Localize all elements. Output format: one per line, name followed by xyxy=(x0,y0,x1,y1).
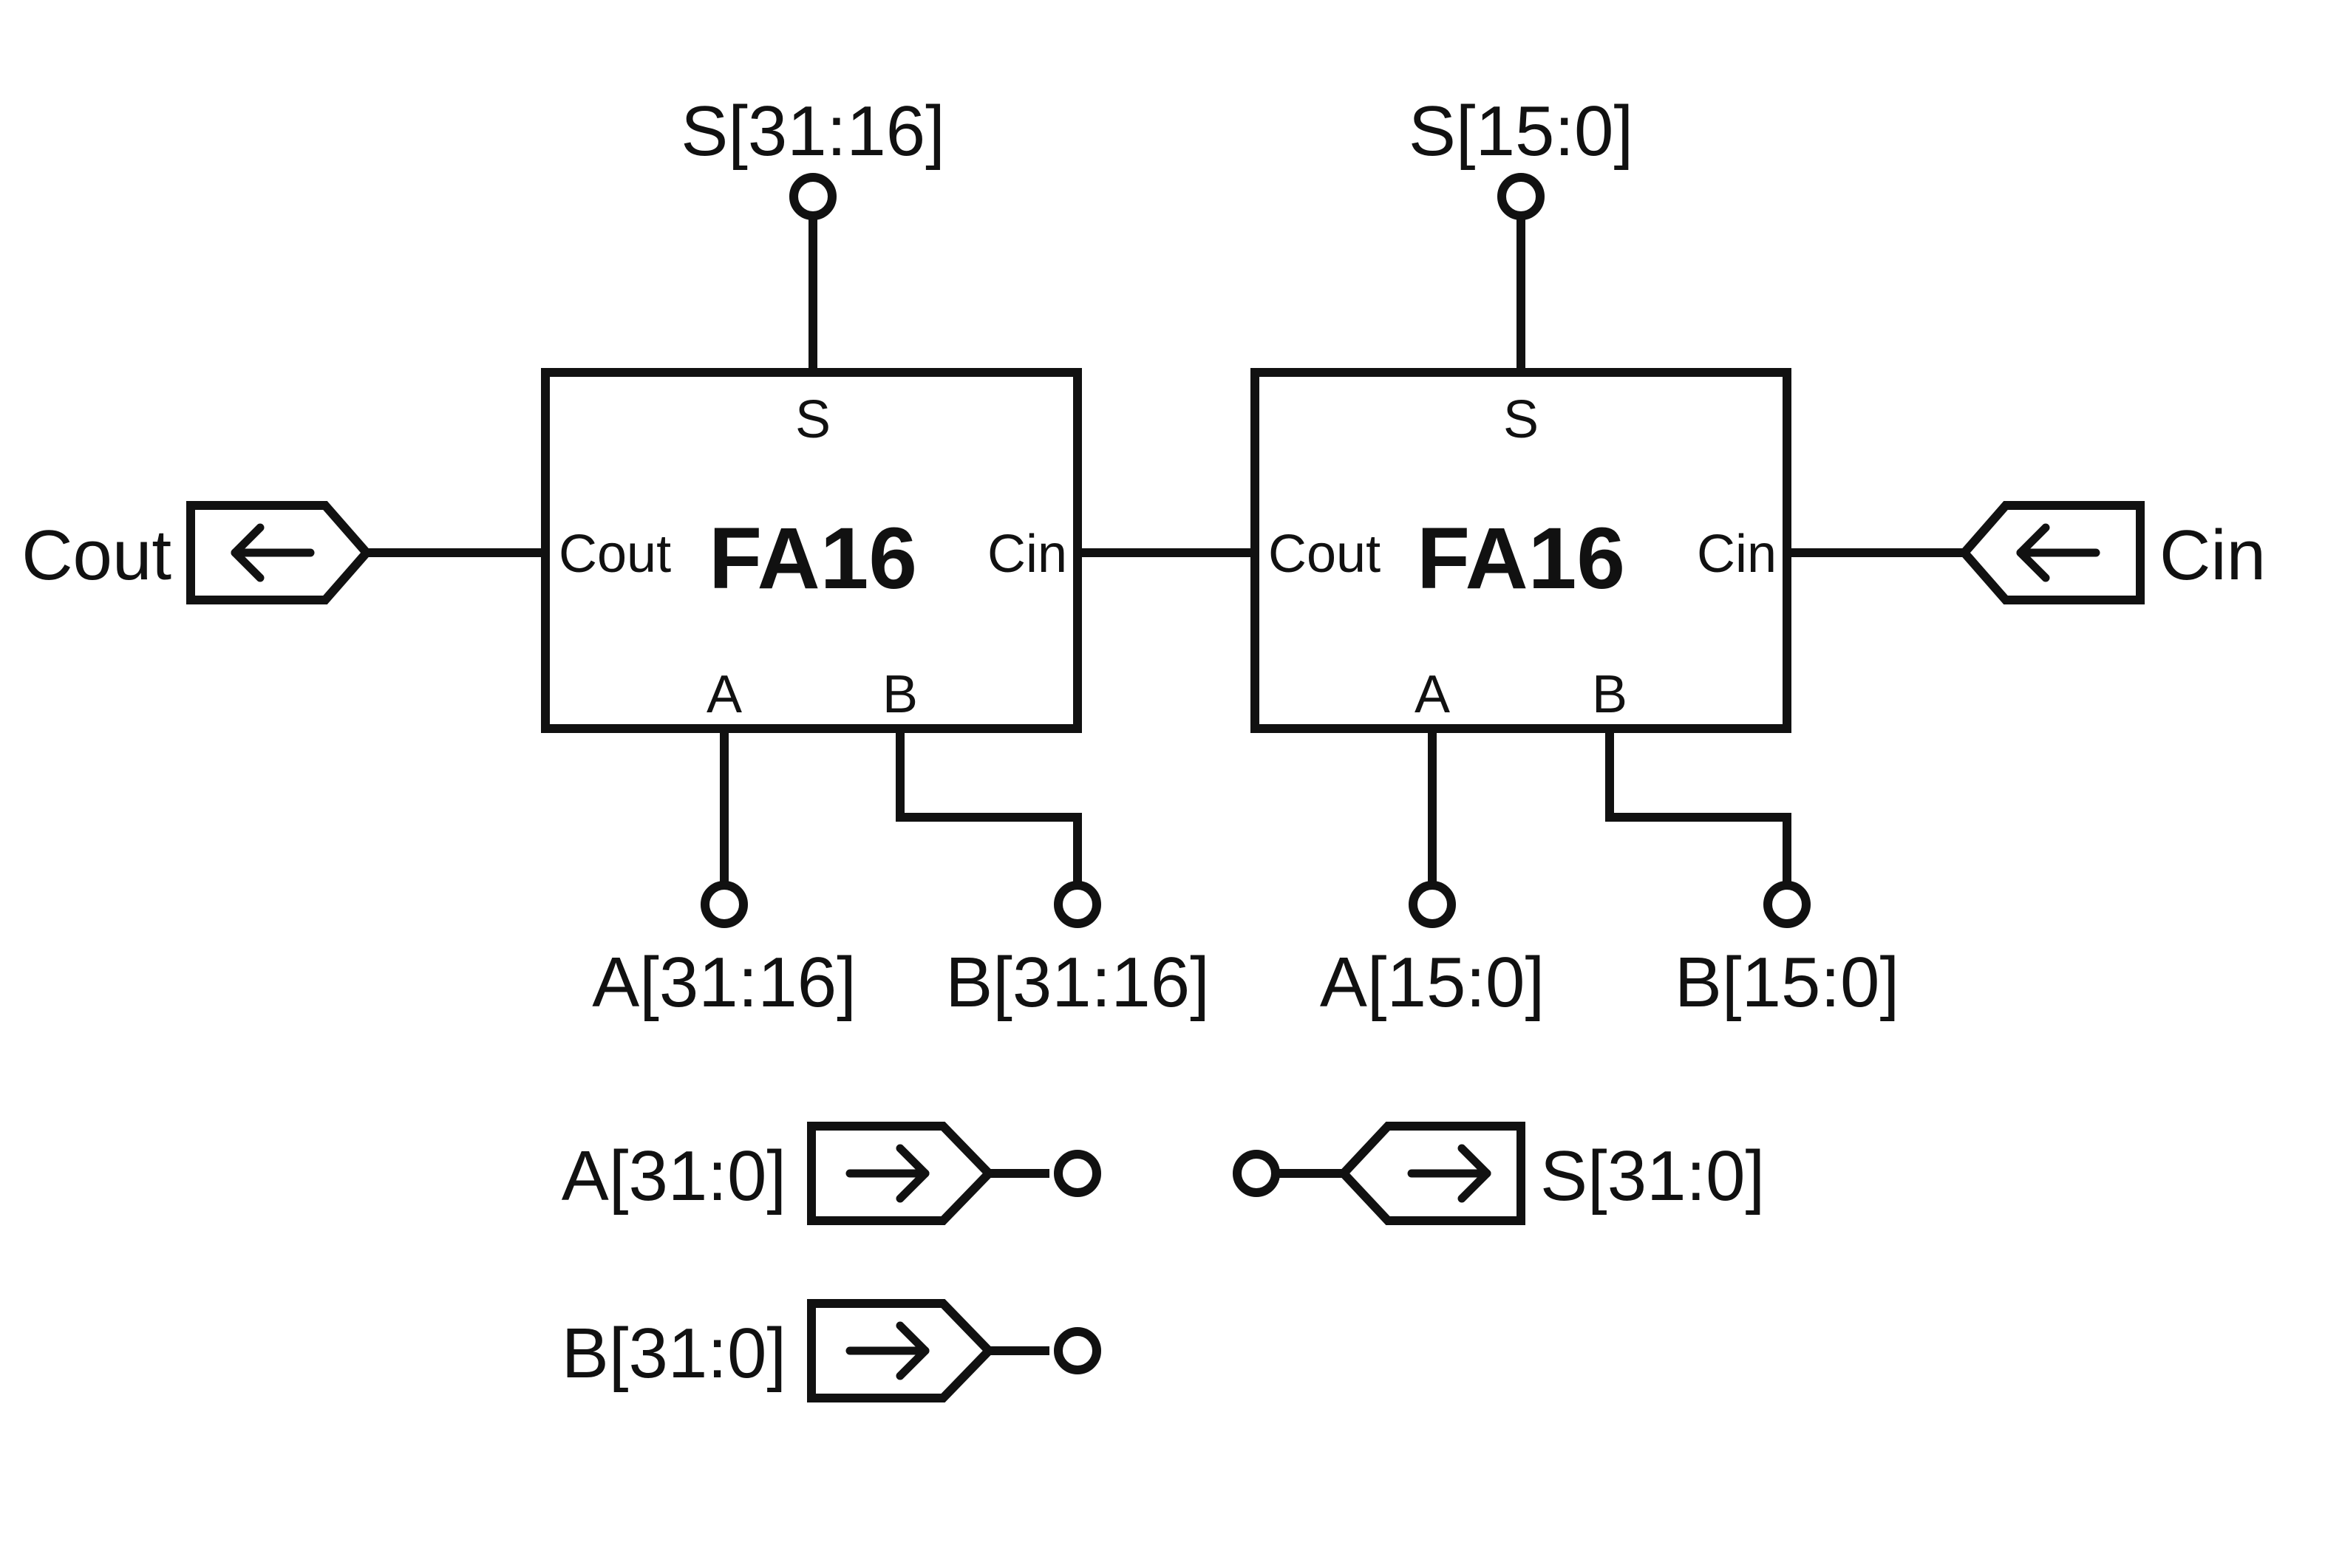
net-label-s-lo: S[15:0] xyxy=(1409,92,1633,171)
fa16-high-pin-a: A xyxy=(707,665,742,724)
terminal-b-in[interactable] xyxy=(1054,1327,1101,1374)
terminal-a-lo[interactable] xyxy=(1409,881,1456,928)
port-label-a-in: A[31:0] xyxy=(562,1136,786,1216)
left-arrow-icon xyxy=(2016,523,2100,582)
fa16-low-title: FA16 xyxy=(1417,510,1625,607)
right-arrow-icon xyxy=(845,1321,930,1380)
net-label-b-lo: B[15:0] xyxy=(1675,943,1899,1022)
fa16-high-pin-cin: Cin xyxy=(987,525,1067,584)
fa16-low-pin-s: S xyxy=(1503,390,1539,449)
terminal-b-lo[interactable] xyxy=(1763,881,1811,928)
terminal-a-in[interactable] xyxy=(1054,1150,1101,1197)
net-label-s-hi: S[31:16] xyxy=(681,92,945,171)
wire-b-hi xyxy=(896,729,1082,884)
fa16-block-low[interactable] xyxy=(1250,368,1791,733)
port-label-cin: Cin xyxy=(2159,516,2266,595)
fa16-low-pin-cin: Cin xyxy=(1697,525,1777,584)
terminal-b-hi[interactable] xyxy=(1054,881,1101,928)
terminal-a-hi[interactable] xyxy=(701,881,748,928)
fa16-high-pin-s: S xyxy=(795,390,831,449)
fa16-low-pin-cout: Cout xyxy=(1268,525,1381,584)
fa16-high-pin-b: B xyxy=(882,665,918,724)
fa16-block-high[interactable] xyxy=(541,368,1082,733)
right-arrow-icon xyxy=(1407,1144,1491,1203)
fa16-low-pin-a: A xyxy=(1415,665,1450,724)
fa16-high-title: FA16 xyxy=(709,510,917,607)
terminal-s-lo[interactable] xyxy=(1497,173,1545,220)
port-label-b-in: B[31:0] xyxy=(562,1314,786,1393)
terminal-s-hi[interactable] xyxy=(789,173,837,220)
left-arrow-icon xyxy=(231,523,315,582)
wire-b-lo xyxy=(1605,729,1791,884)
net-label-b-hi: B[31:16] xyxy=(945,943,1210,1022)
port-label-cout: Cout xyxy=(21,516,171,595)
net-label-a-lo: A[15:0] xyxy=(1320,943,1545,1022)
terminal-s-out[interactable] xyxy=(1233,1150,1280,1197)
right-arrow-icon xyxy=(845,1144,930,1203)
fa16-high-pin-cout: Cout xyxy=(559,525,671,584)
fa16-low-pin-b: B xyxy=(1592,665,1627,724)
net-label-a-hi: A[31:16] xyxy=(592,943,857,1022)
port-label-s-out: S[31:0] xyxy=(1540,1136,1765,1216)
